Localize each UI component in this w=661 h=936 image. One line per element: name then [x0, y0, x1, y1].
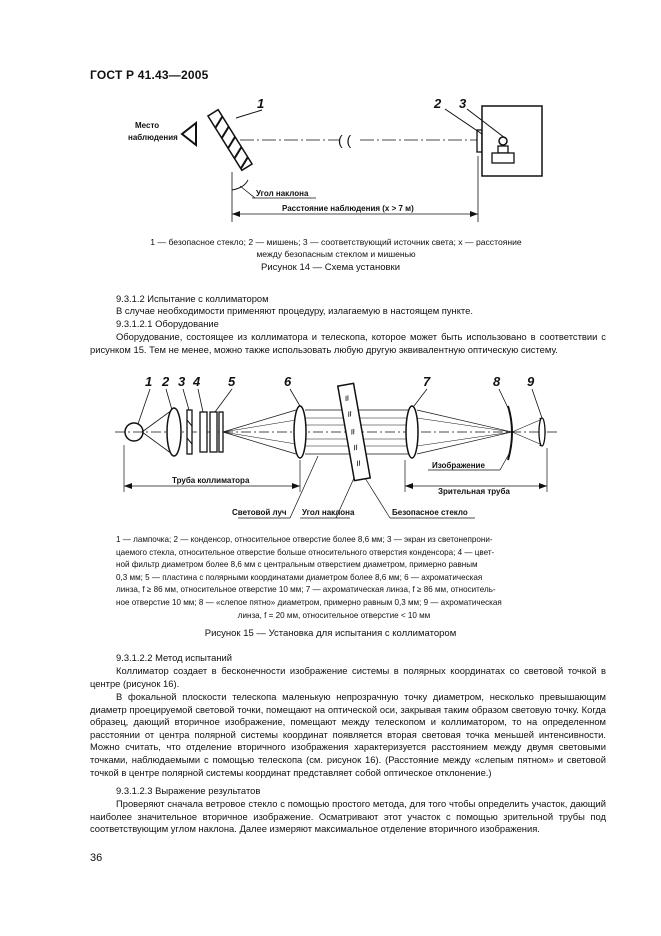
paragraph-text: В случае необходимости применяют процеду… — [116, 305, 473, 316]
fig15-legend-line: 1 — лампочка; 2 — конденсор, относительн… — [116, 535, 493, 544]
paragraph: В фокальной плоскости телескопа маленьку… — [90, 691, 606, 779]
fig15-legend-line: ной фильтр диаметром более 8,6 мм с цент… — [116, 560, 478, 570]
paragraph: В случае необходимости применяют процеду… — [90, 305, 606, 318]
paragraph: Проверяют сначала ветровое стекло с помо… — [90, 798, 606, 836]
paragraph-text: Оборудование, состоящее из коллиматора и… — [90, 331, 606, 355]
axis-break-mark: ( ( — [338, 132, 352, 148]
paragraph-text: Проверяют сначала ветровое стекло с помо… — [90, 798, 606, 835]
fig14-label-1: 1 — [257, 96, 264, 111]
fig15-legend: 1 — лампочка; 2 — конденсор, относительн… — [116, 534, 552, 622]
fig14-legend-line: между безопасным стеклом и мишенью — [256, 249, 416, 259]
fig14-legend-line: 1 — безопасное стекло; 2 — мишень; 3 — с… — [150, 237, 522, 247]
fig15-legend-line: цаемого стекла, относительное отверстие … — [116, 547, 495, 557]
fig14-label-2: 2 — [433, 96, 442, 111]
fig14-angle-label: Угол наклона — [256, 189, 309, 198]
paragraph-text: Коллиматор создает в бесконечности изобр… — [90, 665, 606, 689]
fig14-light-source-box — [481, 105, 543, 177]
document-header: ГОСТ Р 41.43—2005 — [90, 68, 209, 82]
paragraph: Оборудование, состоящее из коллиматора и… — [90, 331, 606, 356]
fig14-label-3: 3 — [459, 96, 467, 111]
fig14-title: Рисунок 14 — Схема установки — [260, 262, 401, 273]
fig14-distance-label: Расстояние наблюдения (x > 7 м) — [282, 204, 414, 213]
fig14-safety-glass — [206, 108, 254, 172]
fig15-legend-line: ное отверстие 10 мм; 8 — «слепое пятно» … — [116, 597, 502, 607]
section-heading: 9.3.1.2.2 Метод испытаний — [116, 652, 232, 663]
section-heading: 9.3.1.2 Испытание с коллиматором — [116, 293, 269, 304]
fig15-title: Рисунок 15 — Установка для испытания с к… — [204, 628, 457, 639]
paragraph: Коллиматор создает в бесконечности изобр… — [90, 665, 606, 690]
fig15-legend-line: линза, f ≥ 86 мм, относительное отверсти… — [116, 585, 496, 595]
observer-eye-icon — [180, 120, 197, 148]
fig15-legend-line: линза, f = 20 мм, относительное отверсти… — [237, 610, 431, 620]
fig14-observer-label-1: Место — [135, 121, 159, 130]
fig15-legend-line: 0,3 мм; 5 — пластина с полярными координ… — [116, 572, 483, 582]
section-heading: 9.3.1.2.3 Выражение результатов — [116, 785, 261, 796]
fig14-observer-label-2: наблюдения — [128, 133, 178, 142]
section-heading: 9.3.1.2.1 Оборудование — [116, 318, 219, 329]
paragraph-text: В фокальной плоскости телескопа маленьку… — [90, 691, 606, 778]
page-number: 36 — [90, 852, 103, 864]
fig14-legend: 1 — безопасное стекло; 2 — мишень; 3 — с… — [116, 236, 556, 260]
